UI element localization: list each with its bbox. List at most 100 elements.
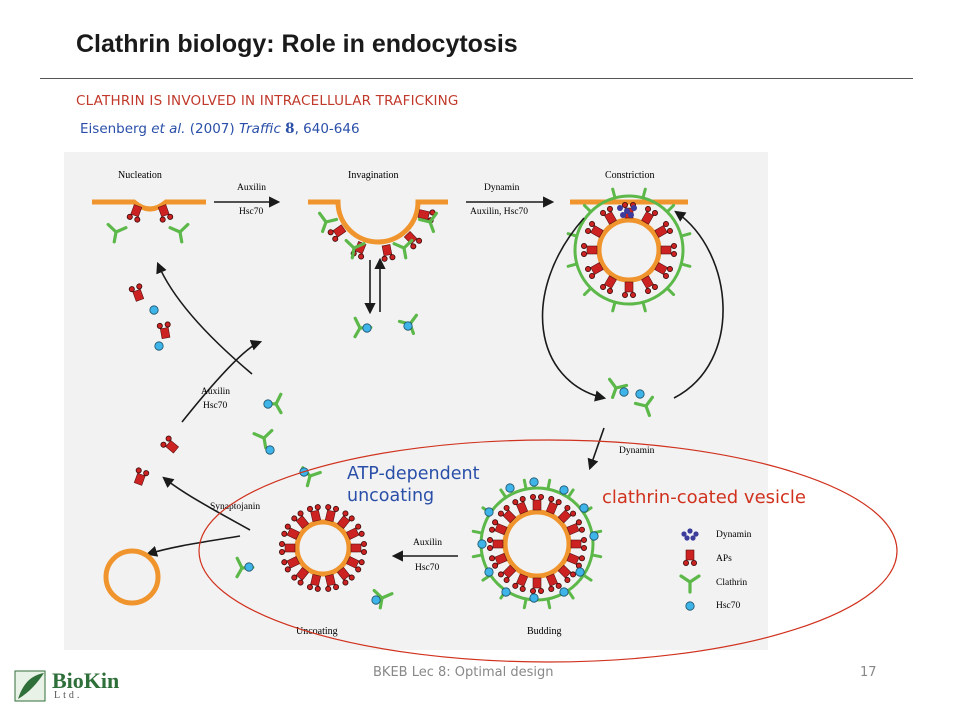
lattice-spoke [679,232,692,238]
clathrin-leg [607,377,618,390]
clathrin-leg [320,220,328,233]
slide-footer: BKEB Lec 8: Optimal design [373,665,554,680]
legend-dynamin-dot [684,535,690,541]
lattice-spoke [665,203,676,214]
free-hsc70 [362,323,372,333]
ap-ear [135,467,142,474]
ap-ear [487,537,494,543]
lattice-spoke [566,262,579,268]
ap-body [132,288,145,302]
vesicle-ap [654,262,673,279]
lattice-spoke [582,286,593,297]
atp-uncoating-annotation: ATP-dependent uncoating [347,463,479,507]
budding-hsc70 [484,507,494,517]
dynamin-dot [620,212,626,218]
ap-ear [580,537,587,543]
ap-ear [325,504,332,511]
ap-body [492,539,504,549]
ap-ear [489,526,496,533]
citation-year: (2007) [185,121,239,137]
ap-ear [160,441,167,448]
ap-ear [342,510,349,517]
ap-ear [691,559,697,566]
clathrin-leg [308,470,322,478]
budding-hsc70 [559,587,569,597]
legend-clathrin-label: Clathrin [716,578,747,588]
ap-body [654,262,668,275]
ap-ear [358,559,365,566]
ap-ear [538,494,544,501]
vesicle-ap [585,221,604,238]
clathrin-leg [178,230,184,244]
ap-ear [167,213,174,220]
arrow-label-auxilin-2: Auxilin [201,387,230,397]
ap-ear [333,505,340,512]
clathrin-leg [428,211,439,224]
ap-ear [580,545,587,551]
ap-body [324,509,336,522]
dynamin-dot [628,212,634,218]
ap-ear [589,272,596,279]
ap-ear [297,510,304,517]
clathrin-leg [274,392,283,406]
ap-body [604,275,617,289]
clathrin-leg [380,592,394,600]
ap-body [403,231,418,245]
ap-body [532,499,542,511]
invagination-ap [327,224,347,242]
ap-ear [416,237,423,244]
clathrin-lattice [573,194,685,306]
ap-body [604,211,617,225]
invagination-clathrin [417,211,439,233]
ap-ear [645,206,652,213]
citation-pages: , 640-646 [294,121,360,137]
ap-ear [538,587,544,594]
ap-body [310,509,322,522]
ap-ear [327,229,334,236]
ap-ear [325,585,332,592]
lattice-spoke [471,553,484,559]
invagination-clathrin [344,238,366,260]
legend-ap [683,549,697,566]
free-ap-hsc70 [154,341,164,351]
ap-body [570,539,582,549]
vesicle-ap [581,243,598,257]
ap-ear [126,213,133,220]
lattice-spoke [566,488,575,499]
legend-dynamin-dot [687,528,693,534]
uncoating-hsc70 [371,595,381,605]
vesicle-ap [350,541,367,555]
lattice-spoke [566,232,579,238]
ap-ear [314,504,321,511]
ap-ear [578,526,585,533]
invagination-membrane [308,199,448,245]
invagination-clathrin [317,211,339,233]
ap-ear [600,210,607,217]
ap-ear [519,585,526,592]
arrow-label-auxilin-1: Auxilin [237,183,266,193]
ap-ear [333,584,340,591]
title-divider [40,78,913,79]
citation-journal: Traffic [238,121,281,137]
ap-ear [622,202,628,209]
vesicle-ap [600,206,617,225]
ap-body [133,472,146,486]
leaf-icon [14,670,46,702]
clathrin-leg [353,316,362,330]
lattice-spoke [522,478,528,491]
lattice-spoke [641,187,647,200]
ap-body [660,245,672,255]
dynamin-dot [631,205,637,211]
vesicle-ap [622,281,636,298]
clathrin-leg [112,230,118,244]
vesicle-ap [530,494,544,511]
ap-ear [360,549,367,555]
ap-ear [581,251,588,257]
clathrin-leg [168,226,182,234]
ap-body [165,440,179,454]
legend-clathrin [679,574,701,594]
vesicle-ap [570,537,587,551]
lattice-spoke [582,573,593,582]
ap-ear [530,494,536,501]
stage-constriction-label: Constriction [605,170,654,181]
